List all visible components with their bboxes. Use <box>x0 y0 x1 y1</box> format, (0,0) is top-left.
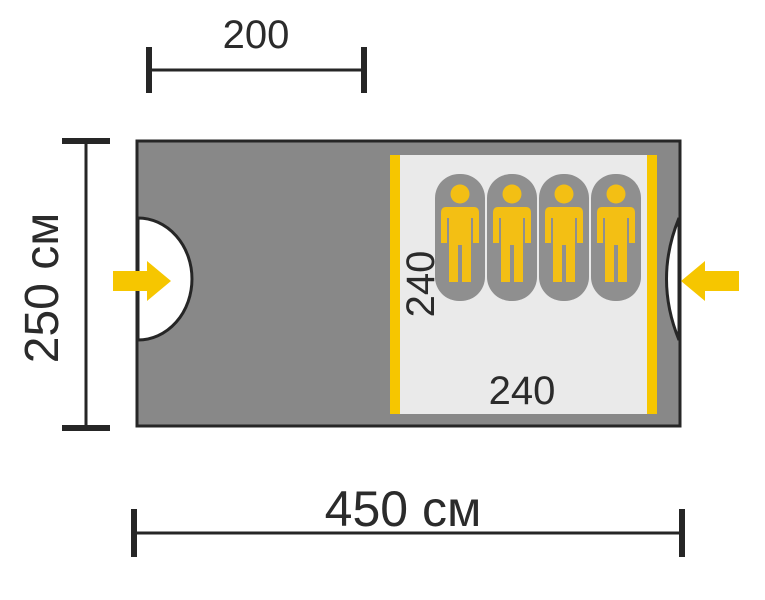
vestibule-width-dimension: 200 <box>146 13 367 93</box>
total-width-label: 250 см <box>16 213 69 363</box>
arrow-left-icon <box>681 261 739 301</box>
total-length-dimension: 450 см <box>131 481 685 557</box>
inner-tent-left-wall <box>390 155 400 414</box>
vestibule-width-label: 200 <box>223 13 290 57</box>
total-length-label: 450 см <box>325 481 482 537</box>
inner-tent-width-label: 240 <box>399 251 443 318</box>
inner-tent-length-label: 240 <box>489 369 556 413</box>
inner-tent-right-wall <box>647 155 657 414</box>
total-width-dimension: 250 см <box>16 138 110 431</box>
right-door <box>665 217 681 341</box>
